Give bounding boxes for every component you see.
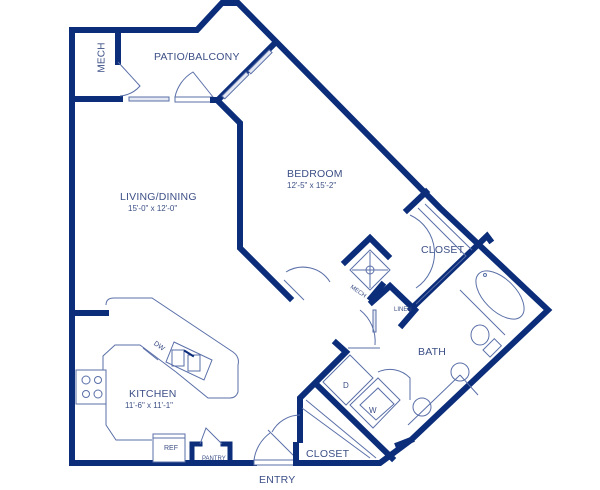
mech-top-label: MECH <box>96 42 108 73</box>
pantry-wall <box>189 441 203 466</box>
faucet <box>183 349 195 358</box>
living-dims: 15'-0" x 12'-0" <box>128 204 178 213</box>
linen-label: LINEN <box>394 307 412 313</box>
entry-closet-door[interactable] <box>271 414 301 433</box>
hall-bath-wall <box>297 338 351 443</box>
dryer-label: D <box>343 381 349 390</box>
entry-label: ENTRY <box>259 474 296 486</box>
refrigerator <box>152 433 186 463</box>
bath-hall-door[interactable] <box>359 309 376 346</box>
bedroom-door-leaf <box>283 279 305 301</box>
sink-1 <box>450 362 470 382</box>
sink-basin-2 <box>187 354 201 372</box>
refrigerator-label: REF <box>164 445 178 452</box>
patio-window <box>128 96 170 102</box>
living-bedroom-wall <box>213 96 295 303</box>
laundry-wall <box>311 379 397 463</box>
entry-closet-leaf <box>267 429 297 459</box>
burner <box>93 389 103 399</box>
closet-shelf <box>415 207 467 305</box>
bedroom-window-2 <box>247 49 273 75</box>
sink-2 <box>412 397 432 417</box>
washer-inner <box>359 387 395 421</box>
washer-label: W <box>369 406 377 415</box>
kitchen-label: KITCHEN <box>129 388 177 400</box>
entry-door-swing <box>253 432 271 461</box>
bedroom-closet-door[interactable] <box>409 214 435 289</box>
bathtub <box>475 270 525 320</box>
bath-wall <box>394 436 415 449</box>
closet-shelf-2 <box>424 203 473 251</box>
dishwasher <box>142 347 159 361</box>
mech-door[interactable] <box>117 61 141 97</box>
burner <box>82 390 90 398</box>
bedroom-dims: 12'-5" x 15'-2" <box>287 181 337 190</box>
bedroom-closet-wall <box>402 187 431 215</box>
entry-closet-label: CLOSET <box>306 448 350 460</box>
mech-unit <box>349 249 391 291</box>
linen-wall <box>367 281 420 330</box>
vanity-edge <box>459 374 479 396</box>
patio-door-panel[interactable] <box>174 96 214 103</box>
bath-label: BATH <box>418 346 447 358</box>
bedroom-label: BEDROOM <box>287 168 343 180</box>
entry-door-panel[interactable] <box>253 459 295 466</box>
entry-closet-shelf-2 <box>301 407 371 459</box>
kitchen-island <box>105 297 239 399</box>
exterior-wall <box>69 0 553 466</box>
tub-edge <box>459 289 506 336</box>
living-label: LIVING/DINING <box>120 191 197 203</box>
pantry-door[interactable] <box>199 427 223 445</box>
sink-basin-1 <box>171 349 185 367</box>
wall-segment <box>366 280 387 303</box>
burner <box>94 376 102 384</box>
vanity-edge <box>407 374 461 426</box>
kitchen-counter <box>102 344 177 373</box>
kitchen-counter-lower <box>105 404 152 441</box>
burner <box>81 375 91 385</box>
washer <box>349 377 401 429</box>
tub-drain <box>483 273 487 277</box>
pantry-wall <box>220 441 233 466</box>
toilet-tank <box>482 337 503 358</box>
mech-unit-circle <box>365 265 375 275</box>
mech-center-wall <box>340 233 393 267</box>
bedroom-window-1 <box>221 71 250 100</box>
bedroom-closet-label: CLOSET <box>421 244 465 256</box>
laundry-door[interactable] <box>377 368 411 400</box>
patio-door-swing <box>174 71 214 98</box>
kitchen-sink <box>165 341 213 381</box>
entry-closet-shelf <box>305 399 377 459</box>
bedroom-door[interactable] <box>285 266 331 283</box>
patio-label: PATIO/BALCONY <box>154 51 240 63</box>
dryer <box>322 354 374 406</box>
toilet-bowl <box>470 324 490 346</box>
stove <box>75 369 107 405</box>
kitchen-dims: 11'-6" x 11'-1" <box>125 401 174 410</box>
pantry-label: PANTRY <box>202 456 226 462</box>
